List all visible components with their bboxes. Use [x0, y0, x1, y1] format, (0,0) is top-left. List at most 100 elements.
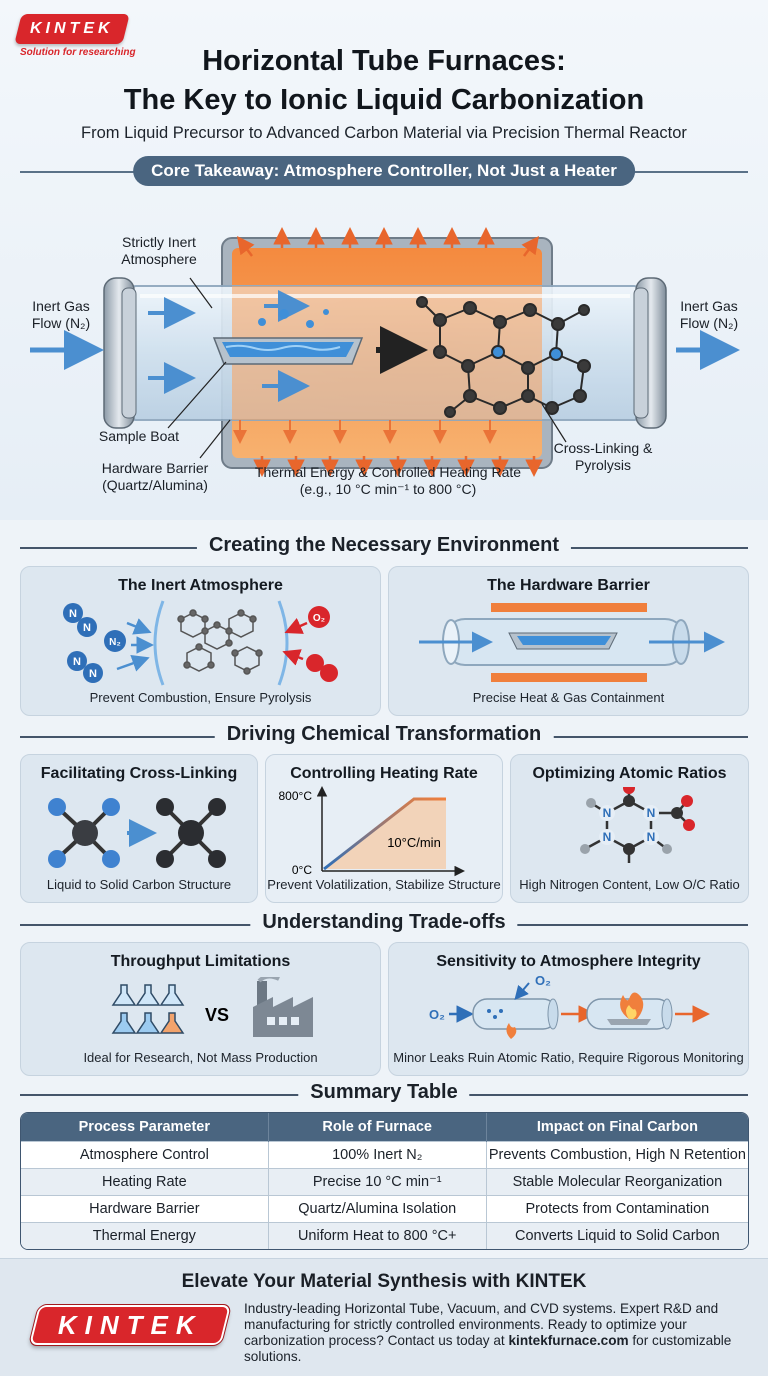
footer-kintek-logo[interactable]: KINTEK [27, 1304, 233, 1346]
table-cell: Thermal Energy [21, 1221, 269, 1249]
card-atomic-ratios: Optimizing Atomic Ratios N N N N High Ni… [510, 754, 749, 903]
table-cell: Quartz/Alumina Isolation [268, 1194, 487, 1222]
table-row: Hardware Barrier Quartz/Alumina Isolatio… [21, 1194, 748, 1222]
n-atom-label: N [89, 668, 97, 680]
card-caption: Precise Heat & Gas Containment [472, 690, 665, 705]
leak-icon: O₂ O₂ [429, 973, 710, 1039]
n-atom-label: N [69, 608, 77, 620]
card-caption: Prevent Combustion, Ensure Pyrolysis [89, 690, 312, 705]
table-cell: 100% Inert N₂ [268, 1140, 487, 1168]
table-cell: Hardware Barrier [21, 1194, 269, 1222]
card-hardware-barrier: The Hardware Barrier Precise Heat & Gas … [388, 566, 749, 716]
table-header: Impact on Final Carbon [486, 1113, 748, 1141]
sample-boat [212, 309, 364, 365]
table-header-row: Process Parameter Role of Furnace Impact… [21, 1113, 748, 1141]
o2-leak-label: O₂ [535, 973, 551, 988]
takeaway-pill: Core Takeaway: Atmosphere Controller, No… [133, 156, 635, 186]
heat-arrows-top [237, 227, 539, 257]
logo-tagline: Solution for researching [20, 47, 136, 58]
table-cell: Precise 10 °C min⁻¹ [268, 1167, 487, 1195]
rate-label: 10°C/min [387, 835, 441, 850]
axis-bottom-label: 0°C [292, 863, 312, 877]
nitrogen-atom [551, 349, 561, 359]
page-subtitle: From Liquid Precursor to Advanced Carbon… [81, 124, 687, 142]
table-row: Atmosphere Control 100% Inert N₂ Prevent… [21, 1140, 748, 1168]
section-transformation: Driving Chemical Transformation [20, 723, 748, 746]
vs-label: VS [205, 1005, 229, 1025]
footer-body-tail: for customizable solutions. [244, 1333, 732, 1364]
card-caption: Liquid to Solid Carbon Structure [46, 877, 232, 892]
heating-rate-graph: 800°C 0°C 10°C/min [279, 786, 465, 877]
n-atom-label: N [83, 622, 91, 634]
nitrogen-label: N [603, 830, 612, 844]
inert-atmosphere-icon: N N N₂ N N O₂ [63, 600, 338, 686]
card-caption: Prevent Volatilization, Stabilize Struct… [267, 877, 501, 892]
card-title: Throughput Limitations [110, 953, 291, 970]
table-cell: Heating Rate [21, 1167, 269, 1195]
card-title: Sensitivity to Atmosphere Integrity [436, 953, 701, 970]
table-cell: Atmosphere Control [21, 1140, 269, 1168]
section-title: Understanding Trade-offs [250, 911, 518, 934]
card-title: Facilitating Cross-Linking [40, 765, 238, 782]
o2-molecule-label: O₂ [313, 613, 325, 624]
card-title: The Hardware Barrier [487, 577, 650, 594]
card-heating-rate: Controlling Heating Rate 800°C 0°C 10°C/… [265, 754, 503, 903]
hardware-barrier-icon [419, 603, 725, 682]
label-crosslinking: Cross-Linking & Pyrolysis [553, 440, 653, 473]
throughput-icon: VS [111, 977, 313, 1037]
section-title: Summary Table [298, 1081, 470, 1104]
card-caption: Ideal for Research, Not Mass Production [83, 1050, 318, 1065]
factory-icon [253, 977, 313, 1037]
summary-table: Process Parameter Role of Furnace Impact… [20, 1112, 749, 1250]
card-throughput: Throughput Limitations VS Ideal for Rese… [20, 942, 381, 1076]
label-inert-atmosphere: Strictly Inert Atmosphere [121, 234, 197, 267]
card-caption: Minor Leaks Ruin Atomic Ratio, Require R… [393, 1050, 744, 1065]
n-atom-label: N [73, 656, 81, 668]
kintek-logo[interactable]: KINTEK Solution for researching [14, 14, 144, 58]
nitrogen-atom [493, 347, 503, 357]
nitrogen-label: N [603, 806, 612, 820]
footer-body-text: Industry-leading Horizontal Tube, Vacuum… [244, 1301, 719, 1348]
n2-molecule-label: N₂ [109, 637, 121, 648]
atomic-ratio-molecule-icon: N N N N [580, 787, 695, 863]
heat-arrows-bottom [253, 456, 543, 477]
table-header: Process Parameter [21, 1113, 269, 1141]
page-title-line1: Horizontal Tube Furnaces: [202, 45, 566, 77]
nitrogen-label: N [647, 830, 656, 844]
table-cell: Stable Molecular Reorganization [486, 1167, 748, 1195]
section-title: Driving Chemical Transformation [214, 723, 554, 746]
card-title: The Inert Atmosphere [118, 577, 283, 594]
card-inert-atmosphere: The Inert Atmosphere N N N₂ N N O [20, 566, 381, 716]
label-hardware-barrier: Hardware Barrier (Quartz/Alumina) [101, 460, 209, 493]
label-thermal-energy: Thermal Energy & Controlled Heating Rate [254, 464, 522, 480]
section-tradeoffs: Understanding Trade-offs [20, 911, 748, 934]
card-caption: High Nitrogen Content, Low O/C Ratio [519, 877, 740, 892]
o2-leak-label: O₂ [429, 1007, 445, 1022]
hero-diagram: KINTEK Solution for researching Horizont… [0, 0, 768, 520]
footer-website-link[interactable]: kintekfurnace.com [508, 1333, 629, 1348]
footer-title: Elevate Your Material Synthesis with KIN… [181, 1271, 587, 1292]
table-cell: Converts Liquid to Solid Carbon [486, 1221, 748, 1249]
footer-body: Industry-leading Horizontal Tube, Vacuum… [244, 1301, 744, 1365]
tube-furnace-illustration [30, 227, 740, 477]
table-row: Heating Rate Precise 10 °C min⁻¹ Stable … [21, 1167, 748, 1195]
table-row: Thermal Energy Uniform Heat to 800 °C+ C… [21, 1221, 748, 1249]
carbon-network [416, 296, 591, 418]
label-sample-boat: Sample Boat [98, 428, 180, 444]
table-cell: Uniform Heat to 800 °C+ [268, 1221, 487, 1249]
card-title: Controlling Heating Rate [290, 765, 478, 782]
section-summary: Summary Table [20, 1081, 748, 1104]
label-gas-out: Inert Gas Flow (N₂) [679, 298, 739, 331]
takeaway-rule: Core Takeaway: Atmosphere Controller, No… [20, 156, 748, 186]
footer-logo-text: KINTEK [57, 1309, 203, 1340]
logo-text: KINTEK [30, 20, 114, 37]
table-header: Role of Furnace [268, 1113, 487, 1141]
table-cell: Protects from Contamination [486, 1194, 748, 1222]
section-title: Creating the Necessary Environment [196, 534, 572, 557]
section-environment: Creating the Necessary Environment [20, 534, 748, 557]
card-cross-linking: Facilitating Cross-Linking Liquid to Sol… [20, 754, 258, 903]
label-thermal-example: (e.g., 10 °C min⁻¹ to 800 °C) [299, 481, 477, 497]
page-title-line2: The Key to Ionic Liquid Carbonization [123, 84, 645, 116]
axis-top-label: 800°C [279, 789, 313, 803]
card-title: Optimizing Atomic Ratios [532, 765, 727, 782]
